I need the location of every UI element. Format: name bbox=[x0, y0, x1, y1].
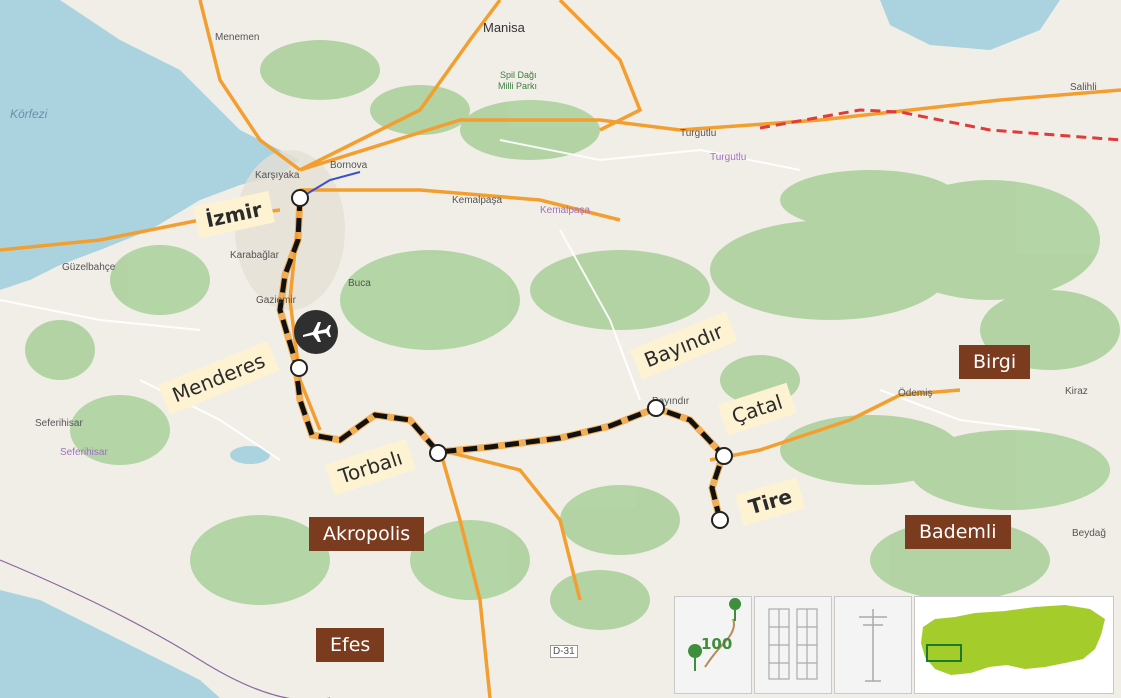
town-label: Beydağ bbox=[1072, 528, 1106, 539]
sea-area-south bbox=[0, 590, 220, 698]
legend-speed-panel: 100 bbox=[674, 596, 752, 694]
town-label: Kemalpaşa bbox=[452, 195, 503, 206]
town-label: Buca bbox=[348, 278, 371, 289]
town-label: Bayındır bbox=[652, 396, 690, 407]
road-shield: D-31 bbox=[550, 645, 578, 658]
speed-route-icon bbox=[688, 598, 742, 671]
legend-pole-panel bbox=[834, 596, 912, 694]
sea-label: Körfezi bbox=[10, 107, 48, 121]
town-label: Bornova bbox=[330, 160, 368, 171]
town-label: Menemen bbox=[215, 32, 260, 43]
turkey-map-icon bbox=[921, 605, 1105, 675]
turkey-locator-panel bbox=[914, 596, 1114, 694]
forest-areas bbox=[25, 40, 1120, 630]
town-label: Salihli bbox=[1070, 82, 1097, 93]
town-label: Gaziemir bbox=[256, 295, 297, 306]
town-label: Karşıyaka bbox=[255, 170, 300, 181]
airplane-icon[interactable] bbox=[294, 310, 338, 354]
poi-efes[interactable]: Efes bbox=[316, 628, 385, 662]
stop-torbali[interactable] bbox=[429, 444, 447, 462]
town-label: Kiraz bbox=[1065, 386, 1088, 397]
poi-birgi[interactable]: Birgi bbox=[959, 345, 1031, 379]
station-plan-icon bbox=[768, 608, 818, 680]
poi-bademli[interactable]: Bademli bbox=[905, 515, 1011, 549]
lake-area bbox=[880, 0, 1060, 50]
district-label: Seferihisar bbox=[60, 447, 108, 458]
town-label: Turgutlu bbox=[680, 128, 717, 139]
city-label: Manisa bbox=[483, 20, 525, 35]
town-label: Ödemiş bbox=[898, 388, 933, 399]
sea-area bbox=[0, 0, 300, 290]
legend-station-panel bbox=[754, 596, 832, 694]
stop-catal[interactable] bbox=[715, 447, 733, 465]
poi-akropolis[interactable]: Akropolis bbox=[309, 517, 425, 551]
catenary-pole-icon bbox=[859, 609, 887, 682]
railway-line bbox=[759, 108, 1121, 142]
stop-bayindir[interactable] bbox=[647, 399, 665, 417]
stop-tire[interactable] bbox=[711, 511, 729, 529]
district-label: Turgutlu bbox=[710, 152, 747, 163]
stop-izmir[interactable] bbox=[291, 189, 309, 207]
airplane-glyph bbox=[303, 322, 331, 342]
district-label: Kemalpaşa bbox=[540, 205, 591, 216]
rail-route bbox=[277, 196, 726, 521]
speed-text: 100 bbox=[701, 635, 733, 653]
park-label: Spil Dağı bbox=[500, 70, 537, 80]
park-label: Milli Parkı bbox=[498, 81, 538, 91]
stop-menderes[interactable] bbox=[290, 359, 308, 377]
town-label: Karabağlar bbox=[230, 250, 279, 261]
town-label: Güzelbahçe bbox=[62, 262, 116, 273]
town-label: Seferihisar bbox=[35, 418, 83, 429]
